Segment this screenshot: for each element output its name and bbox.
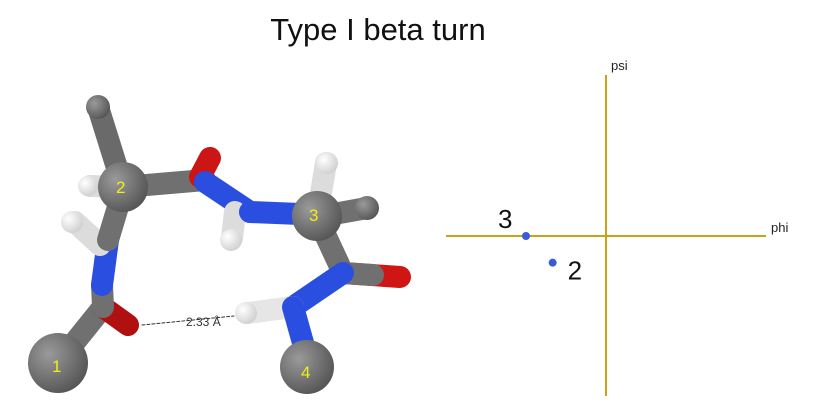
residue-label-3: 3 — [309, 206, 318, 225]
residue-label-1: 1 — [52, 357, 61, 376]
atom-hydrogen — [61, 211, 83, 233]
atom-carbon — [28, 333, 88, 393]
atom-carbon — [280, 340, 334, 394]
atom-carbon — [292, 191, 342, 241]
phi-axis-label: phi — [771, 220, 788, 235]
data-point-3 — [522, 232, 530, 240]
atom-hydrogen — [78, 176, 98, 196]
residue-label-2: 2 — [116, 178, 125, 197]
atom-carbon — [98, 162, 148, 212]
atom-hydrogen — [220, 229, 242, 251]
molecule-model: 2.33 Å 1 2 3 4 — [28, 95, 411, 394]
page-title: Type I beta turn — [270, 12, 486, 47]
data-point-2 — [548, 258, 557, 267]
atom-carbon — [86, 95, 110, 119]
bond — [239, 201, 311, 225]
atom-hydrogen — [235, 302, 257, 324]
atom-hydrogen — [316, 152, 338, 174]
atom-carbon — [355, 196, 379, 220]
residue-label-4: 4 — [301, 363, 310, 382]
data-point-label-2: 2 — [568, 256, 582, 286]
hbond-distance-label: 2.33 Å — [186, 314, 221, 329]
psi-axis-label: psi — [611, 58, 628, 73]
ramachandran-plot: phi psi 3 2 — [446, 58, 788, 396]
hydrogen-bond — [141, 315, 235, 326]
data-point-label-3: 3 — [498, 204, 512, 234]
